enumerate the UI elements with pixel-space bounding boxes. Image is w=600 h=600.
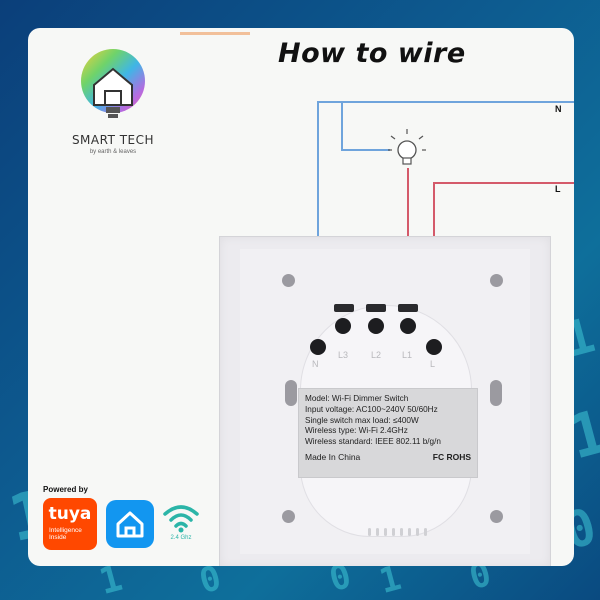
tuya-logo-text: tuya [48,504,92,524]
live-label: L [555,184,561,194]
spec-certs: FC ROHS [432,451,471,462]
terminal-label: N [312,359,319,369]
brand-logo: SMART TECH by earth & leaves [58,43,168,163]
spec-origin: Made In China [305,451,361,462]
powered-by-label: Powered by [43,485,88,494]
spec-input-voltage: Input voltage: AC100~240V 50/60Hz [305,404,438,414]
terminal-l2 [368,318,384,334]
terminal-l1 [400,318,416,334]
live-wire [433,182,574,248]
terminal-n [310,339,326,355]
terminal-label: L [430,359,436,369]
tuya-subtext-2: Inside [49,534,67,541]
neutral-label: N [555,104,562,114]
screw-slot [490,380,502,406]
terminal-screw [366,304,386,312]
terminal-label: L1 [402,350,413,360]
terminal-label: L3 [338,350,349,360]
page-title: How to wire [278,38,466,69]
wifi-badge: 2.4 Ghz [161,500,201,548]
screw-slot [285,380,297,406]
spec-wireless-standard: Wireless standard: IEEE 802.11 b/g/n [305,437,441,447]
tuya-badge: tuya Intelligence Inside [43,498,97,550]
spec-max-load: Single switch max load: ≤400W [305,415,419,425]
mount-hole [490,510,503,523]
product-card: SMART TECH by earth & leaves How to wire… [28,28,574,566]
spec-wireless-type: Wireless type: Wi-Fi 2.4GHz [305,426,408,436]
wifi-band-label: 2.4 Ghz [170,535,192,541]
wifi-icon [163,505,199,533]
terminal-screw [398,304,418,312]
neutral-to-bulb-wire [341,102,390,151]
light-bulb-icon [388,129,426,165]
brand-tagline: by earth & leaves [89,149,137,155]
terminal-l [426,339,442,355]
mount-hole [282,274,295,287]
brand-name: SMART TECH [71,133,155,147]
accent-line [180,32,250,35]
spec-model: Model: Wi-Fi Dimmer Switch [305,394,409,403]
wiring-diagram [317,101,574,248]
terminal-l3 [335,318,351,334]
house-bulb-icon [81,49,145,118]
mount-hole [282,510,295,523]
mount-hole [490,274,503,287]
terminal-label: L2 [371,350,382,360]
tuya-subtext-1: Intelligence [49,527,82,534]
neutral-wire [317,101,574,248]
smart-home-app-icon [106,500,154,548]
terminal-screw [334,304,354,312]
spec-label: Model: Wi-Fi Dimmer Switch Input voltage… [298,388,478,478]
vent-slots [368,528,427,536]
